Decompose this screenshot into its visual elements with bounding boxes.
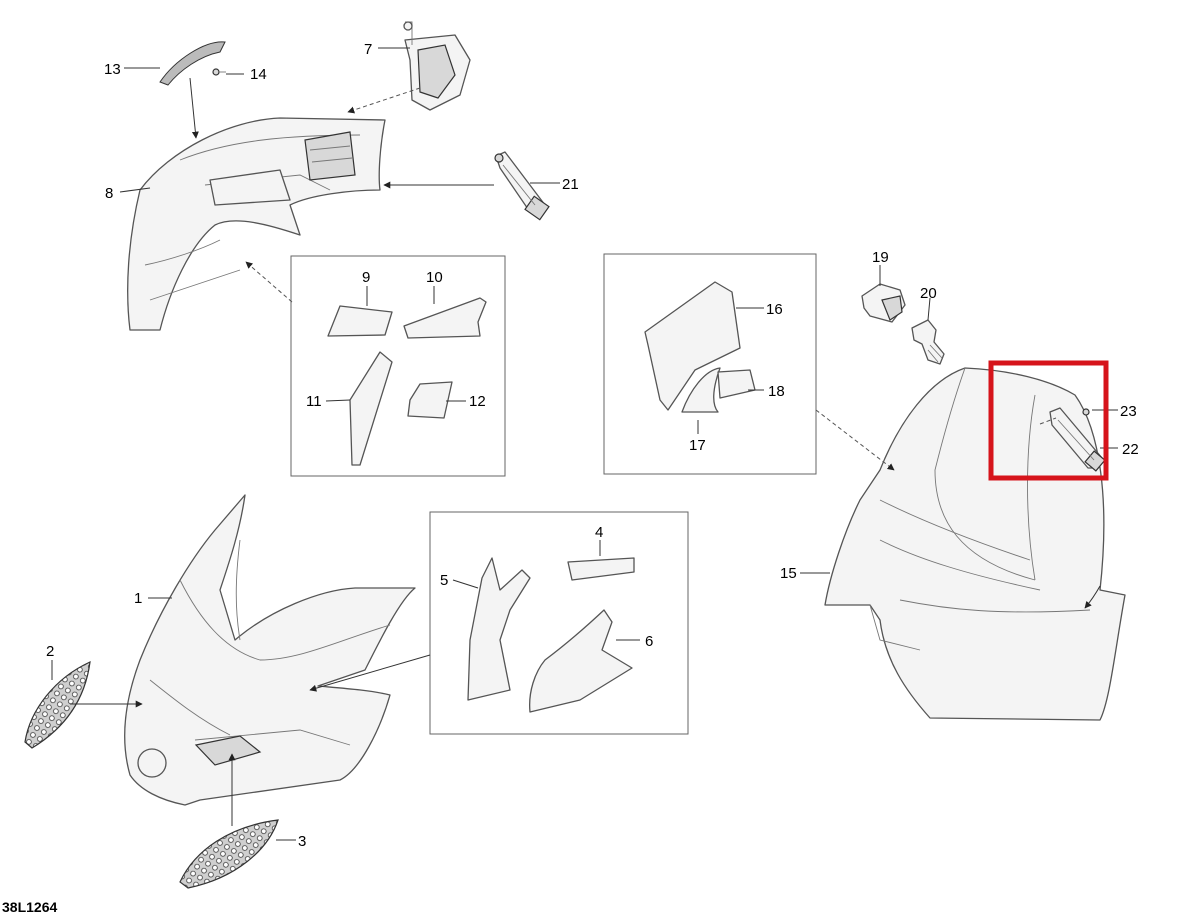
callout-13: 13 — [104, 61, 121, 78]
decal-part-12 — [407, 381, 453, 419]
callout-10: 10 — [426, 269, 443, 286]
callout-9: 9 — [362, 269, 370, 286]
highlight-box — [988, 360, 1109, 481]
callout-23: 23 — [1120, 403, 1137, 420]
callout-labels: 1 2 3 4 5 6 7 8 9 10 11 12 13 14 15 16 1… — [46, 41, 1139, 850]
callout-12: 12 — [469, 393, 486, 410]
decal-kit-box-bottom — [429, 511, 689, 735]
callout-8: 8 — [105, 185, 113, 202]
callout-11: 11 — [306, 393, 322, 410]
grille-part-3 — [179, 819, 279, 889]
assembly-arrows — [70, 77, 1101, 826]
callout-7: 7 — [364, 41, 372, 58]
callout-15: 15 — [780, 565, 797, 582]
callout-1: 1 — [134, 590, 142, 607]
screw-part-14 — [212, 68, 226, 76]
decal-kit-box-left — [290, 255, 506, 477]
decal-part-6 — [529, 609, 633, 713]
callout-19: 19 — [872, 249, 889, 266]
decal-part-17 — [681, 367, 721, 413]
screw-part-23 — [1082, 408, 1090, 416]
decal-part-11 — [349, 351, 393, 466]
callout-22: 22 — [1122, 441, 1139, 458]
decal-kit-box-center — [603, 253, 817, 475]
grille-part-2 — [24, 661, 91, 749]
reference-code: 38L1264 — [2, 899, 57, 915]
front-fairing-part-1 — [124, 494, 416, 806]
callout-2: 2 — [46, 643, 54, 660]
bracket-part-19 — [861, 283, 906, 323]
fastener-part-20 — [911, 319, 945, 365]
callout-18: 18 — [768, 383, 785, 400]
callout-16: 16 — [766, 301, 783, 318]
decal-part-16 — [644, 281, 741, 411]
strap-part-21 — [494, 151, 550, 221]
bracket-part-7 — [403, 21, 471, 111]
decal-part-18 — [717, 369, 756, 399]
decal-part-10 — [403, 297, 487, 339]
side-panel-part-15 — [824, 367, 1126, 721]
callout-20: 20 — [920, 285, 937, 302]
callout-5: 5 — [440, 572, 448, 589]
upper-fairing-part-8 — [127, 117, 386, 331]
decal-part-4 — [567, 557, 635, 581]
decal-part-5 — [467, 557, 531, 701]
callout-21: 21 — [562, 176, 579, 193]
callout-4: 4 — [595, 524, 603, 541]
callout-17: 17 — [689, 437, 706, 454]
callout-6: 6 — [645, 633, 653, 650]
grille-strip-part-13 — [159, 41, 226, 86]
leader-lines — [51, 47, 1118, 841]
callout-14: 14 — [250, 66, 267, 83]
strap-part-22 — [1039, 407, 1106, 472]
decal-part-9 — [327, 305, 393, 337]
callout-3: 3 — [298, 833, 306, 850]
